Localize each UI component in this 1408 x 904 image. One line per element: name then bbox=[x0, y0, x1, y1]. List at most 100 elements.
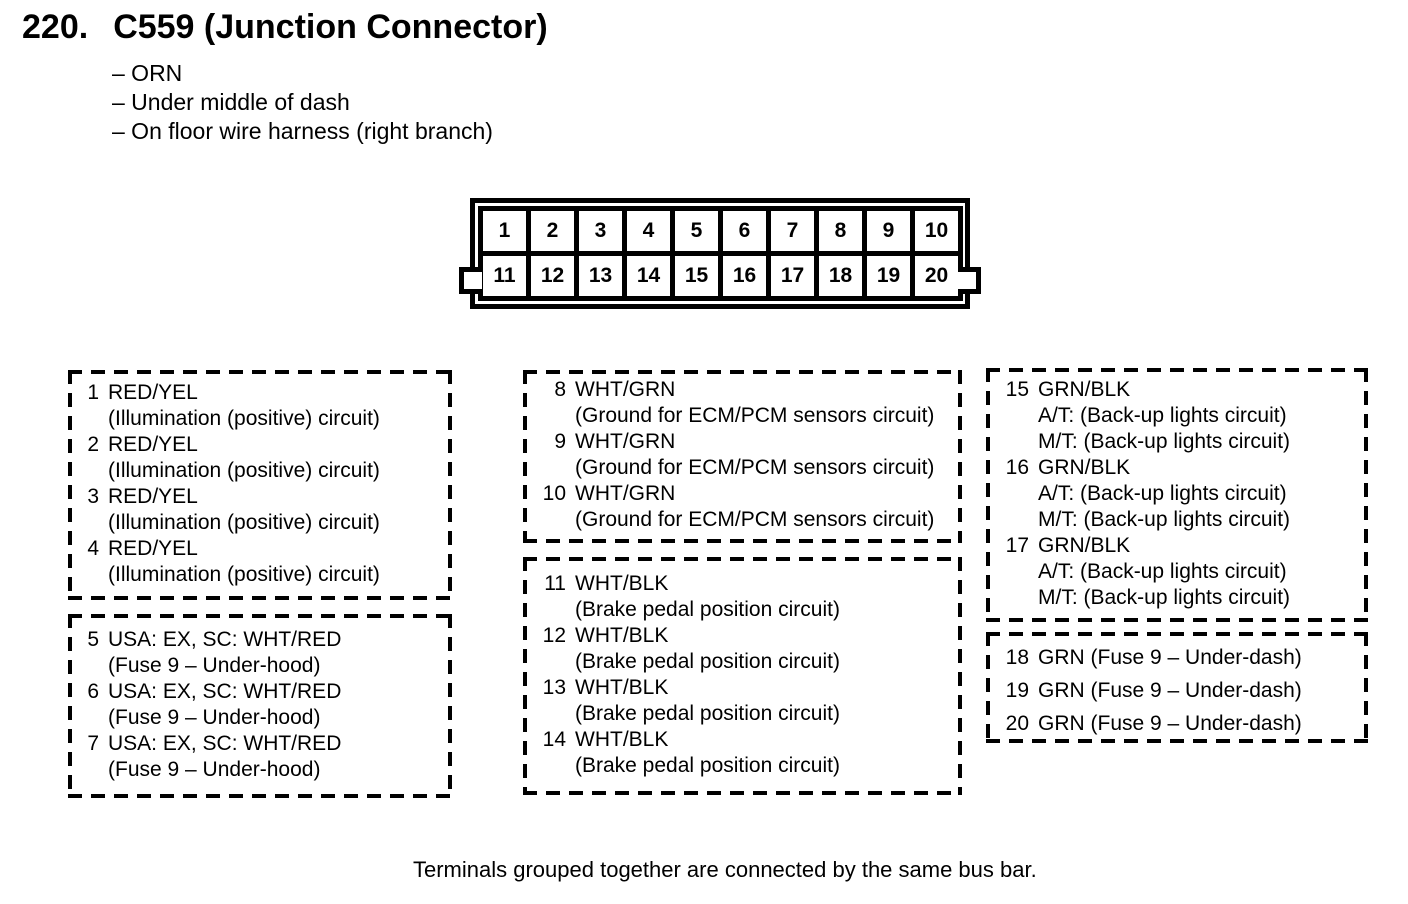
pin-entry-9: 9 WHT/GRN(Ground for ECM/PCM sensors circ… bbox=[536, 429, 956, 481]
pin-number: 1 bbox=[87, 381, 99, 404]
pin-description-line: (Brake pedal position circuit) bbox=[575, 598, 840, 621]
pin-description-line: (Illumination (positive) circuit) bbox=[108, 511, 380, 534]
detail-wire-color: – ORN bbox=[112, 60, 183, 86]
pin-description-line: RED/YEL bbox=[108, 433, 198, 456]
pin-description-line: M/T: (Back-up lights circuit) bbox=[1038, 508, 1291, 531]
pin-description-line: (Fuse 9 – Under-hood) bbox=[108, 654, 321, 677]
pin-entry-2: 2 RED/YEL (Illumination (positive) circuit… bbox=[81, 432, 444, 484]
connector-details: – ORN – Under middle of dash – On floor … bbox=[112, 59, 493, 146]
pin-description-line: GRN (Fuse 9 – Under-dash) bbox=[1038, 712, 1302, 735]
connector-pin-6: 6 bbox=[718, 206, 771, 256]
pin-number: 2 bbox=[87, 433, 99, 456]
pin-description-line: M/T: (Back-up lights circuit) bbox=[1038, 586, 1291, 609]
pin-description-line: A/T: (Back-up lights circuit) bbox=[1038, 560, 1287, 583]
pin-description-line: USA: EX, SC: WHT/RED bbox=[108, 680, 342, 703]
pin-description: RED/YEL (Illumination (positive) circuit) bbox=[108, 432, 380, 484]
connector-pin-17: 17 bbox=[766, 251, 819, 301]
connector-pin-1: 1 bbox=[478, 206, 531, 256]
pin-entry-8: 8 WHT/GRN (Ground for ECM/PCM sensors circ… bbox=[536, 377, 956, 429]
connector-pin-5: 5 bbox=[670, 206, 723, 256]
pin-description-line: RED/YEL bbox=[108, 485, 198, 508]
pin-number: 8 bbox=[554, 378, 566, 401]
pin-number: 9 bbox=[554, 430, 566, 453]
connector-pin-3: 3 bbox=[574, 206, 627, 256]
detail-location: – Under middle of dash bbox=[112, 89, 350, 115]
pin-number: 19 bbox=[1005, 679, 1029, 702]
pin-description-line: GRN (Fuse 9 – Under-dash) bbox=[1038, 679, 1302, 702]
pin-description-line: GRN (Fuse 9 – Under-dash) bbox=[1038, 646, 1302, 669]
pin-description-line: RED/YEL bbox=[108, 537, 198, 560]
pin-description-line: (Brake pedal position circuit) bbox=[575, 754, 840, 777]
pin-number: 20 bbox=[1005, 712, 1029, 735]
pin-description-line: WHT/GRN bbox=[575, 378, 676, 401]
connector-tab-right bbox=[958, 267, 981, 294]
pin-description-line: WHT/BLK bbox=[575, 676, 669, 699]
pin-description: RED/YEL (Illumination (positive) circuit) bbox=[108, 536, 380, 588]
pin-description-line: (Brake pedal position circuit) bbox=[575, 650, 840, 673]
connector-tab-left bbox=[459, 267, 482, 294]
connector-pin-2: 2 bbox=[526, 206, 579, 256]
pin-description-line: GRN/BLK bbox=[1038, 456, 1131, 479]
pin-description-line: A/T: (Back-up lights circuit) bbox=[1038, 404, 1287, 427]
pin-description-line: (Fuse 9 – Under-hood) bbox=[108, 706, 321, 729]
pin-number: 7 bbox=[87, 732, 99, 755]
pin-description-line: (Ground for ECM/PCM sensors circuit) bbox=[575, 508, 935, 531]
pin-description-line: M/T: (Back-up lights circuit) bbox=[1038, 430, 1291, 453]
pin-entry-20: 20 GRN (Fuse 9 – Under-dash) bbox=[999, 707, 1362, 740]
pin-description-line: RED/YEL bbox=[108, 381, 198, 404]
pin-description-line: USA: EX, SC: WHT/RED bbox=[108, 628, 342, 651]
pin-description: WHT/GRN (Ground for ECM/PCM sensors circu… bbox=[575, 481, 934, 533]
pin-description-line: (Illumination (positive) circuit) bbox=[108, 563, 380, 586]
pin-description-line: WHT/BLK bbox=[575, 728, 669, 751]
connector-pin-16: 16 bbox=[718, 251, 771, 301]
pin-description-line: WHT/BLK bbox=[575, 572, 669, 595]
pin-description: WHT/GRN (Ground for ECM/PCM sensors circu… bbox=[575, 377, 934, 429]
pin-description: GRN (Fuse 9 – Under-dash) bbox=[1038, 707, 1302, 740]
page-title: 220.C559 (Junction Connector) bbox=[22, 8, 548, 47]
connector-pin-11: 11 bbox=[478, 251, 531, 301]
pin-entry-14: 14 WHT/BLK (Brake pedal position circuit) bbox=[536, 727, 956, 779]
pin-description: WHT/GRN(Ground for ECM/PCM sensors circu… bbox=[575, 429, 934, 481]
pin-number: 16 bbox=[1005, 456, 1029, 479]
pin-description: USA: EX, SC: WHT/RED(Fuse 9 – Under-hood… bbox=[108, 731, 341, 783]
connector-pin-20: 20 bbox=[910, 251, 963, 301]
pin-description-line: WHT/GRN bbox=[575, 482, 676, 505]
pin-number: 5 bbox=[87, 628, 99, 651]
pin-description-line: GRN/BLK bbox=[1038, 534, 1131, 557]
pin-entry-3: 3 RED/YEL (Illumination (positive) circuit… bbox=[81, 484, 444, 536]
pin-number: 3 bbox=[87, 485, 99, 508]
pin-number: 14 bbox=[542, 728, 566, 751]
pin-description: WHT/BLK (Brake pedal position circuit) bbox=[575, 571, 840, 623]
pin-description-line: (Illumination (positive) circuit) bbox=[108, 459, 380, 482]
pin-entry-5: 5 USA: EX, SC: WHT/RED (Fuse 9 – Under-hoo… bbox=[81, 627, 444, 679]
pin-description-line: (Ground for ECM/PCM sensors circuit) bbox=[575, 404, 935, 427]
pin-number: 10 bbox=[542, 482, 566, 505]
pin-description: GRN (Fuse 9 – Under-dash) bbox=[1038, 641, 1302, 674]
pin-entry-10: 10 WHT/GRN (Ground for ECM/PCM sensors cir… bbox=[536, 481, 956, 533]
pin-description: USA: EX, SC: WHT/RED (Fuse 9 – Under-hood… bbox=[108, 627, 341, 679]
connector-pin-9: 9 bbox=[862, 206, 915, 256]
pin-description-line: (Ground for ECM/PCM sensors circuit) bbox=[575, 456, 935, 479]
pin-entry-7: 7 USA: EX, SC: WHT/RED(Fuse 9 – Under-hoo… bbox=[81, 731, 444, 783]
pin-description: GRN (Fuse 9 – Under-dash) bbox=[1038, 674, 1302, 707]
